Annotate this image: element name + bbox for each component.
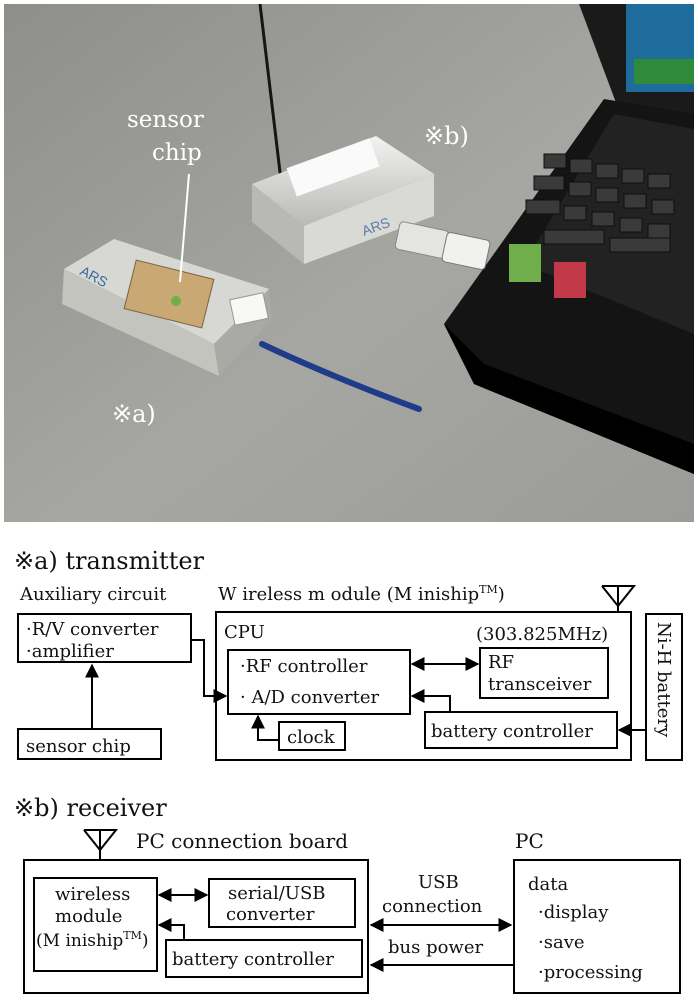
receiver-module: ARS xyxy=(252,4,491,271)
cpu-box xyxy=(227,649,411,715)
transceiver-label: transceiver xyxy=(488,674,592,695)
pc-data-display: ·display xyxy=(538,902,609,923)
clock-label: clock xyxy=(287,727,336,748)
frequency-label: (303.825MHz) xyxy=(476,624,608,645)
rf-transceiver-box xyxy=(479,647,609,699)
receiver-section-title: ※b) receiver xyxy=(14,794,167,822)
bus-power-label: bus power xyxy=(388,937,483,958)
pc-data-processing: ·processing xyxy=(538,962,643,983)
rf-label: RF xyxy=(488,652,514,673)
windows-sticker xyxy=(509,244,541,282)
block-diagram: ※a) transmitter Auxiliary circuit ·R/V c… xyxy=(14,547,683,994)
pc-data-save: ·save xyxy=(538,932,585,953)
wireless-module-title: W ireless m odule (M inishipTM) xyxy=(218,583,505,605)
aux-circuit-box xyxy=(17,613,192,663)
sensor-chip xyxy=(123,259,215,329)
clock-to-cpu-arrow xyxy=(251,714,279,741)
transmitter-antenna xyxy=(259,341,422,412)
aux-to-cpu-arrow xyxy=(191,639,228,703)
rx-battery-controller-box xyxy=(165,939,363,978)
receiver-antenna xyxy=(258,4,284,190)
battery-box xyxy=(645,613,683,761)
sensor-label-line2: chip xyxy=(152,140,202,166)
serial-usb-line1: serial/USB xyxy=(228,883,326,904)
serial-usb-line2: converter xyxy=(226,904,315,925)
pc-title: PC xyxy=(515,829,544,853)
pc-data-label: data xyxy=(528,874,568,895)
sensor-chip-label: sensor chip xyxy=(26,736,131,757)
usb-dongle xyxy=(394,221,491,271)
pc-box xyxy=(513,859,681,994)
rx-wireless-module-box xyxy=(33,877,158,972)
rx-wm-line2: module xyxy=(55,906,122,927)
aux-line-rv-converter: ·R/V converter xyxy=(26,619,159,640)
battery-label: Ni-H battery xyxy=(653,622,674,738)
intel-sticker xyxy=(554,262,586,298)
laptop xyxy=(444,4,694,474)
aux-line-amplifier: ·amplifier xyxy=(26,641,114,662)
usb-connection-line2: connection xyxy=(382,896,483,917)
device-photo: ARS ARS sensor chip ※b) ※a) xyxy=(4,4,694,522)
sensor-chip-box xyxy=(17,728,162,760)
rx-wm-line3: (M inishipTM) xyxy=(36,929,149,951)
receiver-photo-tag: ※b) xyxy=(424,122,469,150)
rx-battery-controller-label: battery controller xyxy=(172,949,334,970)
clock-box xyxy=(278,721,346,751)
transmitter-photo-tag: ※a) xyxy=(112,400,156,428)
tx-battery-controller-label: battery controller xyxy=(431,721,593,742)
transmitter-section-title: ※a) transmitter xyxy=(14,547,205,575)
pc-board-title: PC connection board xyxy=(136,829,348,853)
aux-circuit-title: Auxiliary circuit xyxy=(19,584,167,605)
serial-usb-converter-box xyxy=(208,878,356,928)
sensor-label-line1: sensor xyxy=(127,107,204,133)
rx-battery-to-module-arrow xyxy=(157,918,185,940)
tx-battery-controller-box xyxy=(424,711,618,749)
usb-connection-line1: USB xyxy=(418,872,459,893)
sensor-pointer-line xyxy=(179,173,190,283)
cpu-ad-converter: · A/D converter xyxy=(240,687,379,708)
battery-controller-to-cpu-arrow xyxy=(410,689,451,712)
cpu-label: CPU xyxy=(224,622,265,643)
rx-wm-line1: wireless xyxy=(55,884,130,905)
cpu-rf-controller: ·RF controller xyxy=(240,656,368,677)
transmitter-module: ARS xyxy=(62,239,422,412)
